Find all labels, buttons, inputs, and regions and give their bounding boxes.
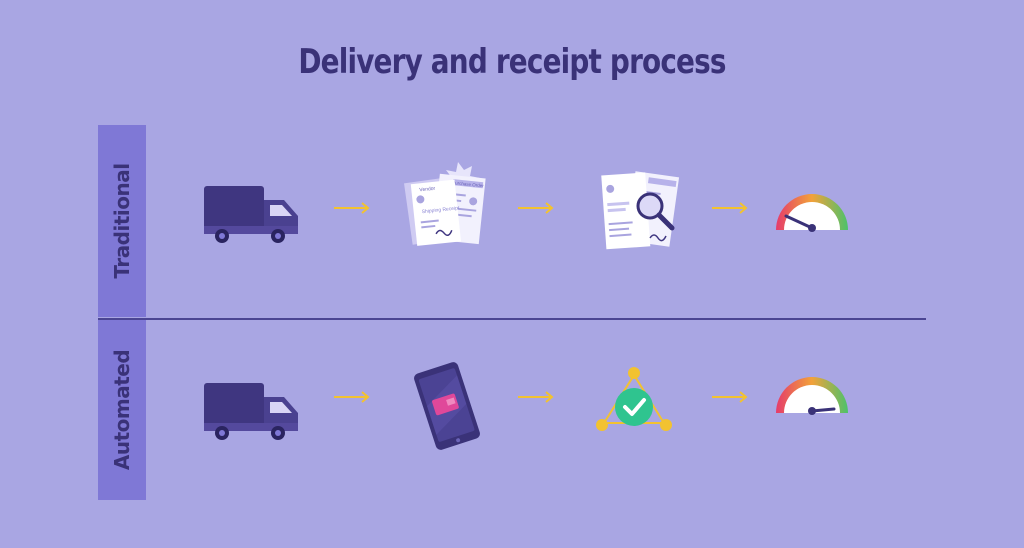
- arrow-icon: [334, 391, 372, 403]
- document-header: Purchase Order: [452, 180, 485, 188]
- paper-documents-icon: Purchase Order Vendor Shipping Receipt: [400, 160, 496, 256]
- network-check-icon: [592, 365, 676, 435]
- row-divider: [98, 318, 926, 320]
- arrow-icon: [712, 391, 750, 403]
- document-inspection-icon: [596, 166, 682, 256]
- gauge-low-icon: [774, 190, 850, 232]
- row-band-automated: Automated: [98, 320, 146, 500]
- row-label-traditional: Traditional: [110, 163, 134, 279]
- arrow-icon: [518, 202, 556, 214]
- gauge-high-icon: [774, 373, 850, 415]
- arrow-icon: [712, 202, 750, 214]
- arrow-icon: [518, 391, 556, 403]
- arrow-icon: [334, 202, 372, 214]
- diagram-title: Delivery and receipt process: [298, 42, 726, 82]
- tablet-icon: [408, 360, 486, 452]
- row-label-automated: Automated: [110, 349, 134, 471]
- document-sender: Vendor: [419, 186, 436, 194]
- row-band-traditional: Traditional: [98, 125, 146, 317]
- truck-icon: [204, 186, 300, 244]
- truck-icon: [204, 383, 300, 441]
- document-title: Shipping Receipt: [421, 205, 460, 215]
